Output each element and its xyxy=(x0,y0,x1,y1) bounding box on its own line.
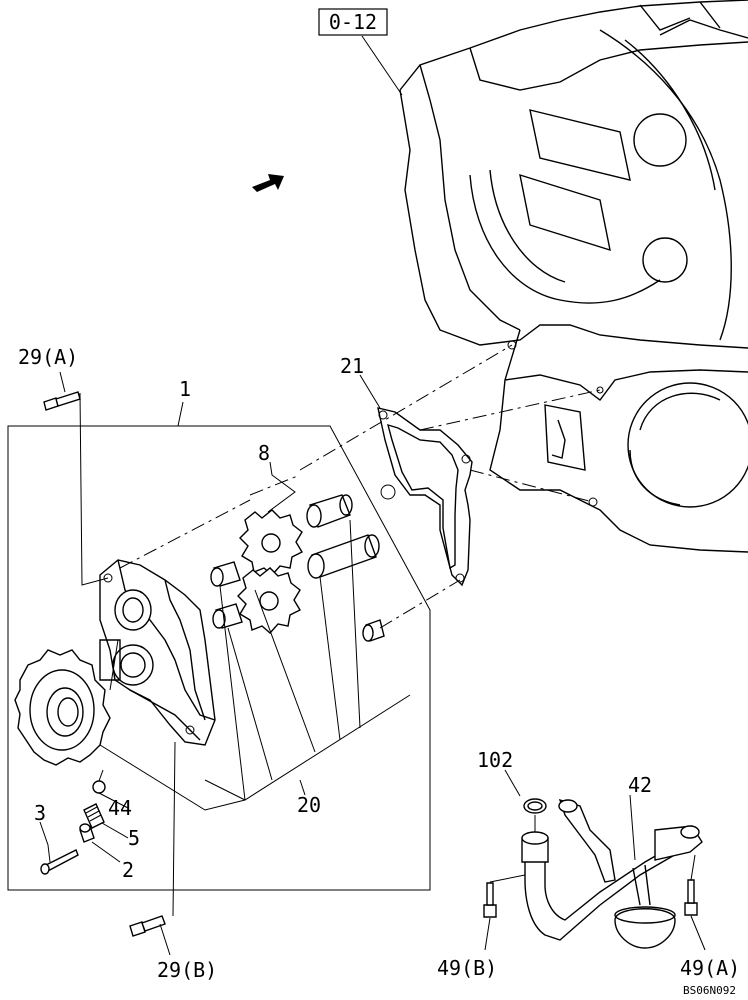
bolt-29a xyxy=(43,391,81,411)
pump-gasket xyxy=(377,407,473,587)
spring-5 xyxy=(83,803,105,829)
pin-3 xyxy=(40,849,79,875)
rotor-gear-upper xyxy=(239,509,303,576)
callout-29b: 29(B) xyxy=(157,958,217,982)
callout-8: 8 xyxy=(258,441,270,465)
front-cover-housing xyxy=(399,0,748,553)
callout-44: 44 xyxy=(108,796,132,820)
oring-102 xyxy=(523,798,547,814)
oil-strainer-42 xyxy=(521,798,703,949)
ref-0-12-label: 0-12 xyxy=(329,10,377,34)
bushing-3 xyxy=(362,619,385,642)
rotor-gear-lower xyxy=(237,567,301,634)
leader-lines xyxy=(39,35,706,956)
bushing-1 xyxy=(210,561,241,587)
front-arrow-icon xyxy=(252,174,284,192)
bushing-2 xyxy=(212,603,243,629)
drawing-code: BS06N092 xyxy=(683,984,736,997)
callout-49b: 49(B) xyxy=(437,956,497,980)
callout-3: 3 xyxy=(34,801,46,825)
oil-pump-body xyxy=(99,559,216,746)
bolt-49a xyxy=(684,879,698,916)
callout-49a: 49(A) xyxy=(680,956,740,980)
pump-drive-gear xyxy=(14,649,111,766)
callout-102: 102 xyxy=(477,748,513,772)
bolt-29b xyxy=(129,915,166,937)
callout-5: 5 xyxy=(128,826,140,850)
bolt-49b xyxy=(483,882,497,918)
ball-44 xyxy=(92,780,106,794)
callout-42: 42 xyxy=(628,773,652,797)
kit-boundary-box xyxy=(7,401,431,891)
callout-29a: 29(A) xyxy=(18,345,78,369)
callout-21: 21 xyxy=(340,354,364,378)
shaft-upper xyxy=(306,494,353,528)
callout-2: 2 xyxy=(122,858,134,882)
shaft-lower xyxy=(307,534,380,579)
plunger-2 xyxy=(79,823,95,843)
ref-0-12-box: 0-12 xyxy=(318,8,388,36)
callout-1: 1 xyxy=(179,377,191,401)
callout-20: 20 xyxy=(297,793,321,817)
